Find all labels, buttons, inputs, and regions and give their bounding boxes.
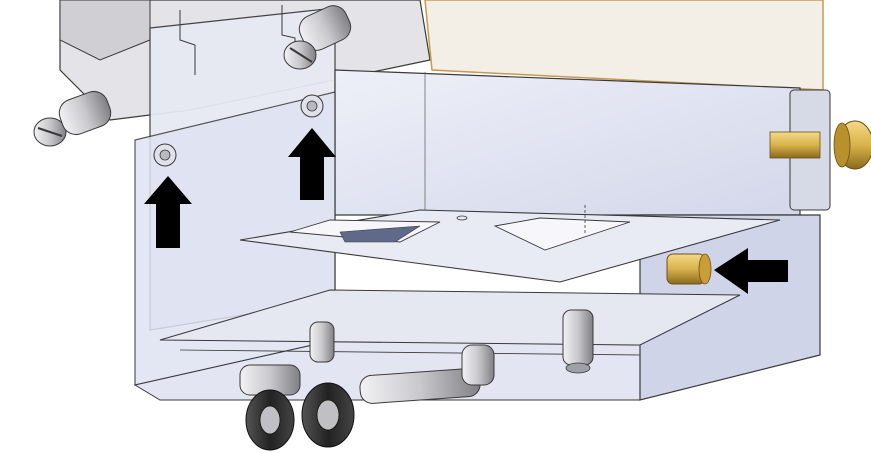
brass-bushing (666, 253, 712, 285)
housing-screws (283, 5, 352, 70)
standoff (562, 309, 594, 374)
mounting-screw-right (300, 94, 324, 118)
arrow-up-right (288, 128, 336, 200)
hinge-pin (309, 321, 335, 363)
arrow-left (714, 248, 788, 294)
mounting-screw-left (153, 143, 177, 167)
slotted-screw (33, 90, 112, 147)
knurled-thumb-screw (769, 89, 871, 211)
arrow-up-left (144, 176, 192, 248)
inner-tray (239, 205, 781, 283)
lower-plate (159, 289, 741, 356)
wheel-assembly (239, 344, 495, 451)
